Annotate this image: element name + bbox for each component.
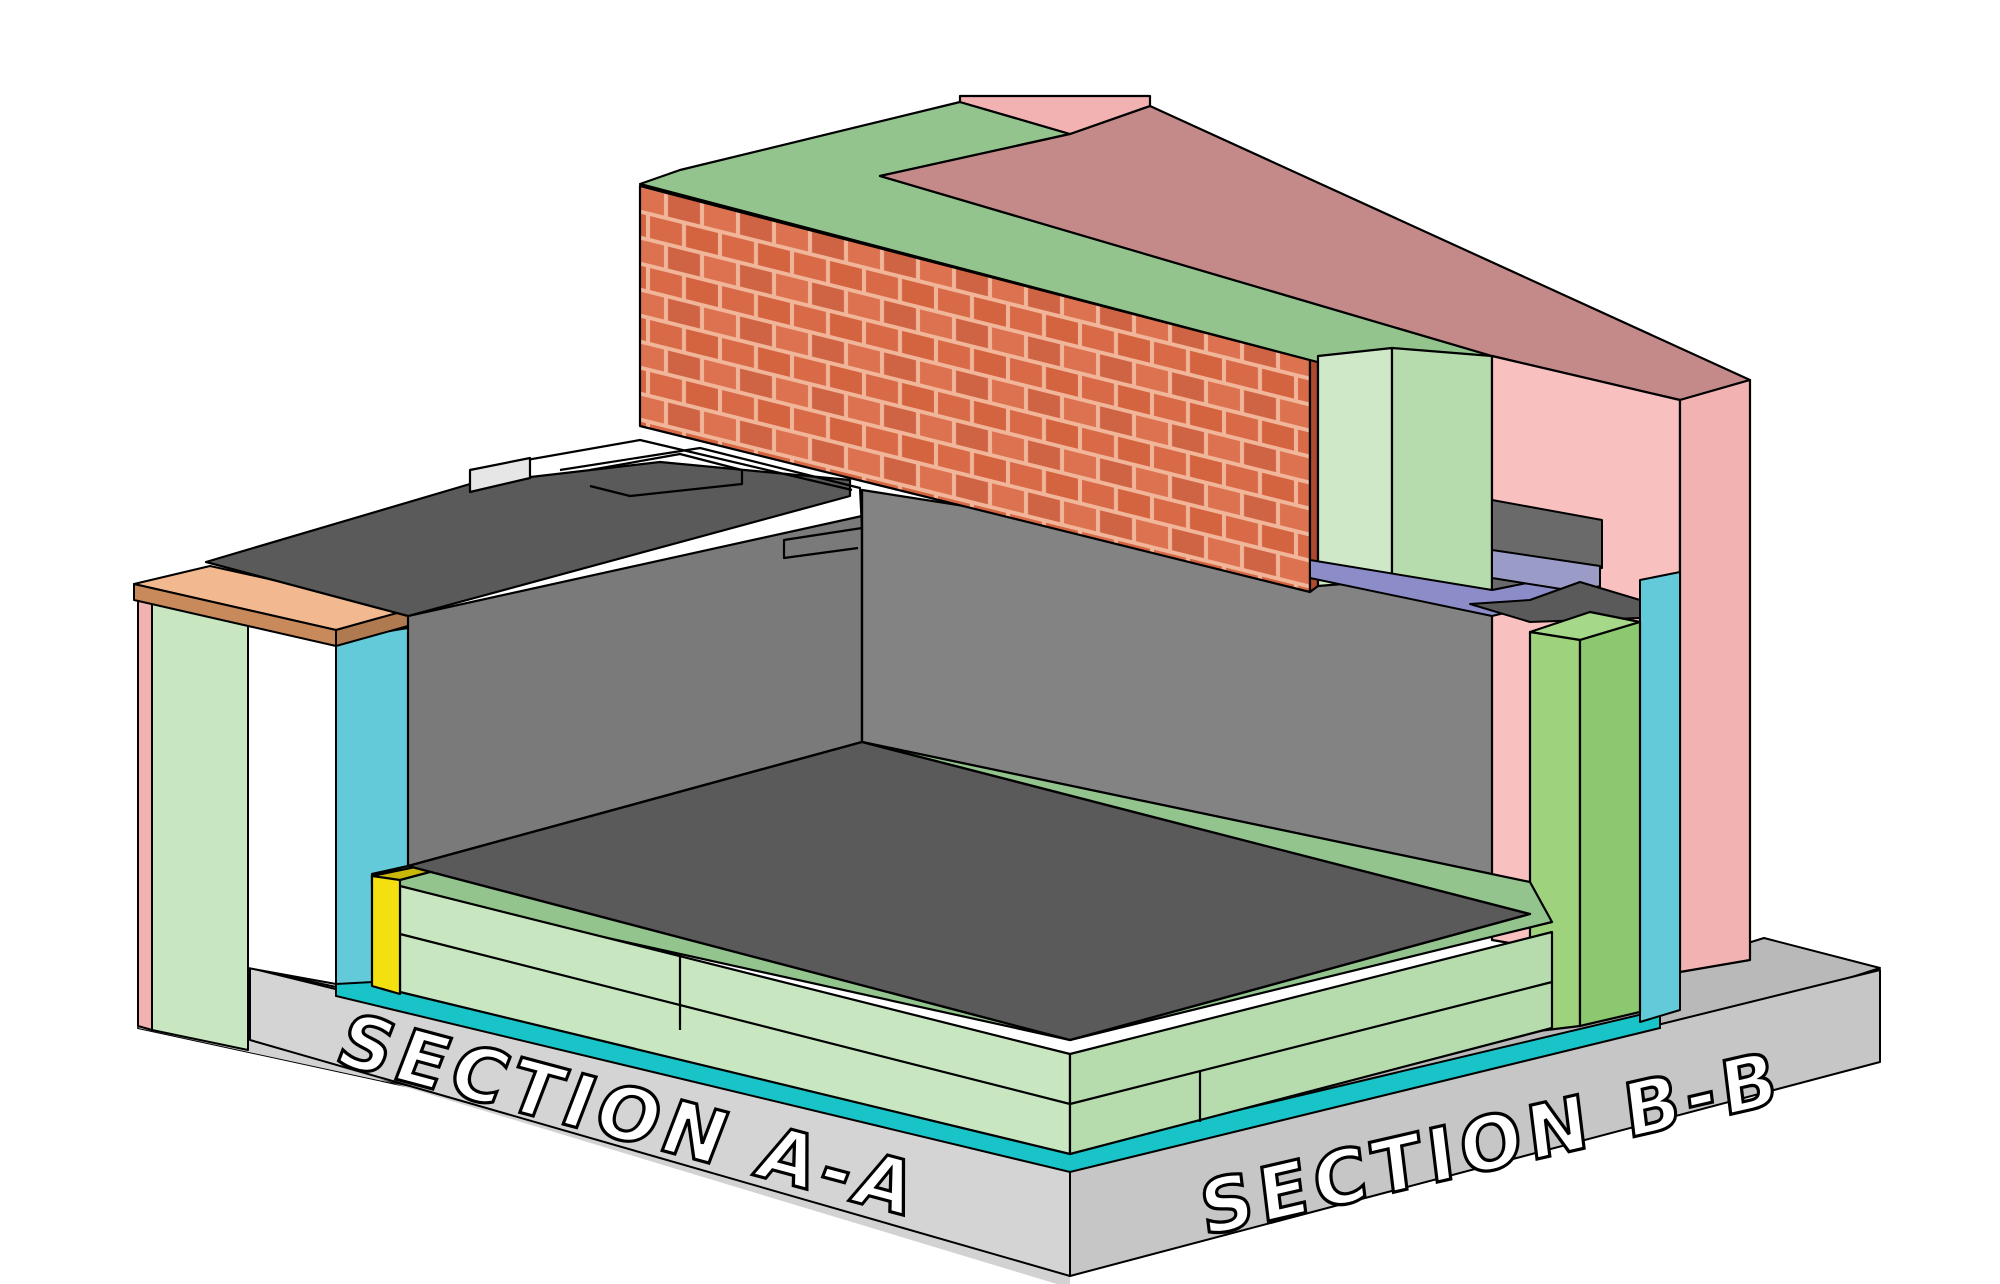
drip-edge-flashing — [468, 456, 532, 494]
left-terrace-roof — [204, 438, 864, 618]
floor-membrane — [406, 740, 1532, 1042]
upstand-trim — [559, 446, 864, 560]
insulation-board-joint-right — [1069, 980, 1553, 1106]
cavity-tray-detail — [1309, 499, 1641, 623]
right-wall-assembly — [1639, 571, 1681, 1023]
insulation-board-joint-left — [399, 932, 1071, 1106]
right-upstand-insulation — [1528, 610, 1642, 1034]
parapet-insulation-face-2 — [1390, 346, 1494, 592]
tapered-firring — [370, 866, 402, 996]
left-wall-pink-leaf — [137, 597, 153, 1031]
parapet-inner-leaf-side — [1678, 378, 1752, 974]
right-vapour-barrier — [1639, 571, 1681, 1023]
left-wall-cavity-insulation — [151, 599, 249, 1051]
left-wall-assembly — [133, 565, 409, 1051]
parapet-insulation-face-1 — [1316, 346, 1394, 588]
left-wall-cavity-void — [247, 619, 337, 985]
parapet-inner-leaf-back — [958, 94, 1152, 136]
floor-roof-membrane — [406, 740, 1532, 1042]
right-upstand-side — [1578, 620, 1642, 1028]
brick-wall-side — [1308, 354, 1320, 594]
